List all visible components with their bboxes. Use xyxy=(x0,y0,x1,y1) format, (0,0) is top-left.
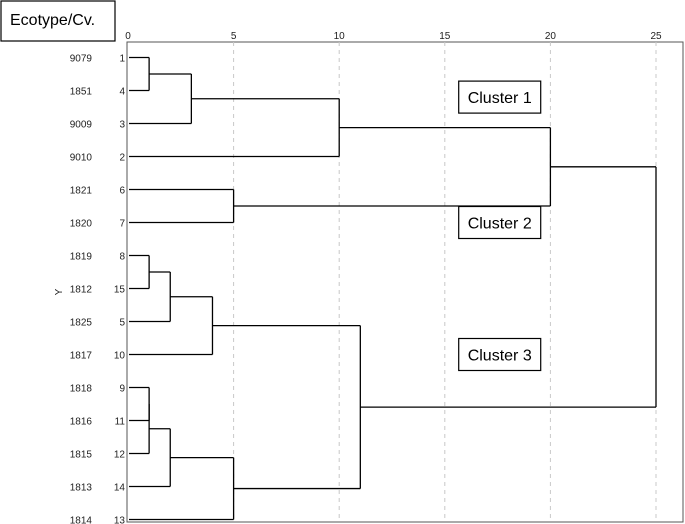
case-label: 10 xyxy=(114,351,126,362)
ecotype-label: 1820 xyxy=(70,219,93,230)
ecotype-header-box xyxy=(0,0,116,42)
cluster-label: Cluster 1 xyxy=(468,90,532,107)
ecotype-label: 1821 xyxy=(70,186,93,197)
x-tick-label: 5 xyxy=(231,31,237,42)
cluster-label-box xyxy=(458,337,542,372)
ecotype-label: 1825 xyxy=(70,318,93,329)
case-label: 1 xyxy=(119,54,125,65)
case-label: 12 xyxy=(114,450,126,461)
ecotype-label: 9010 xyxy=(70,153,93,164)
x-tick-label: 15 xyxy=(439,31,451,42)
x-tick-label: 25 xyxy=(650,31,662,42)
ecotype-label: 1814 xyxy=(70,516,93,524)
case-label: 15 xyxy=(114,285,126,296)
ecotype-label: 1816 xyxy=(70,417,93,428)
cluster-label: Cluster 3 xyxy=(468,348,532,365)
case-label: 6 xyxy=(119,186,125,197)
x-axis-ticks: 0 5 10 15 20 25 xyxy=(125,31,662,42)
case-label: 11 xyxy=(115,417,126,428)
ecotype-label: 1818 xyxy=(70,384,93,395)
case-label: 8 xyxy=(119,252,125,263)
ecotype-label: 9079 xyxy=(70,54,93,65)
case-label: 5 xyxy=(119,318,125,329)
ecotype-labels: 9079 1851 9009 9010 1821 1820 1819 1812 1825 1817… xyxy=(70,54,93,524)
ecotype-label: 1812 xyxy=(70,285,93,296)
ecotype-label: 1851 xyxy=(70,87,93,98)
ecotype-header-text: Ecotype/Cv. xyxy=(10,12,95,29)
x-tick-label: 10 xyxy=(334,31,346,42)
ecotype-label: 1815 xyxy=(70,450,93,461)
cluster-label-box xyxy=(458,205,542,240)
plot-frame xyxy=(126,41,684,523)
case-label: 9 xyxy=(119,384,125,395)
case-label: 13 xyxy=(114,516,126,524)
case-label: 7 xyxy=(119,219,125,230)
grid-layer xyxy=(233,42,657,522)
x-tick-label: 20 xyxy=(545,31,557,42)
ecotype-label: 1819 xyxy=(70,252,93,263)
case-label: 2 xyxy=(119,153,125,164)
case-label: 14 xyxy=(114,483,126,494)
case-label: 4 xyxy=(119,87,125,98)
ecotype-label: 1817 xyxy=(70,351,93,362)
ecotype-header: Ecotype/Cv. xyxy=(0,0,116,42)
x-tick-label: 0 xyxy=(125,31,131,42)
case-label: 3 xyxy=(119,120,125,131)
cluster-label: Cluster 2 xyxy=(468,216,532,233)
y-axis-label: Y xyxy=(54,288,65,295)
dendrogram-branches xyxy=(129,56,657,521)
cluster-label-box xyxy=(458,80,542,114)
ecotype-label: 1813 xyxy=(70,483,93,494)
ecotype-label: 9009 xyxy=(70,120,93,131)
cluster-annotations: Cluster 1 Cluster 2 Cluster 3 xyxy=(458,80,542,372)
